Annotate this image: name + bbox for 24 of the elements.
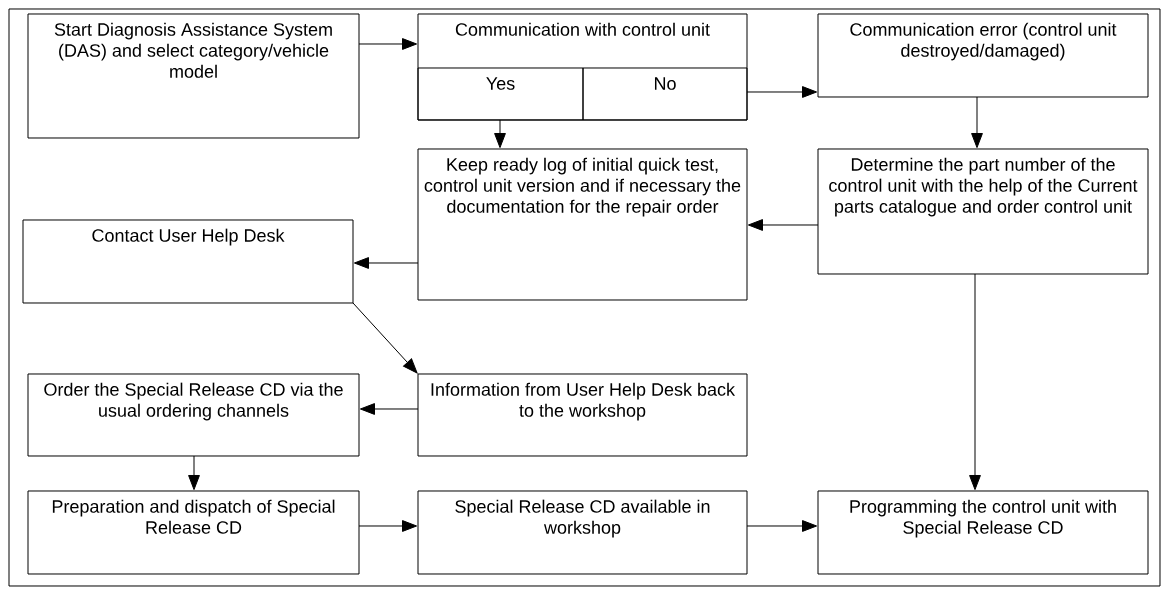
arrow (352, 302, 418, 374)
process-box: Keep ready log of initial quick test, control unit version and if necessary the documentation for the repair order (417, 148, 748, 301)
arrow (746, 86, 818, 98)
arrow (747, 219, 819, 231)
process-box: Order the Special Release CD via the usual ordering channels (27, 373, 360, 457)
arrow (971, 96, 983, 149)
process-box: Preparation and dispatch of Special Release CD (27, 490, 360, 575)
answer-cell: Yes (417, 67, 584, 121)
process-box: Special Release CD available in workshop (417, 490, 748, 575)
process-box: Programming the control unit with Special Release CD (817, 490, 1149, 575)
process-box: Determine the part number of the control unit with the help of the Current parts catalogue and order control unit (817, 148, 1149, 275)
arrow (969, 273, 981, 491)
arrow (494, 119, 506, 149)
process-box: Information from User Help Desk back to the workshop (417, 373, 748, 457)
answer-cell: No (582, 67, 748, 121)
arrow (188, 455, 200, 491)
process-box: Communication error (control unit destroyed/damaged) (817, 13, 1149, 98)
arrow (358, 38, 418, 50)
process-box: Start Diagnosis Assistance System (DAS) and select category/vehicle model (27, 13, 360, 139)
arrow (353, 257, 419, 269)
process-box: Contact User Help Desk (22, 219, 354, 304)
arrow (358, 520, 418, 532)
arrow (359, 403, 419, 415)
arrow (746, 520, 818, 532)
